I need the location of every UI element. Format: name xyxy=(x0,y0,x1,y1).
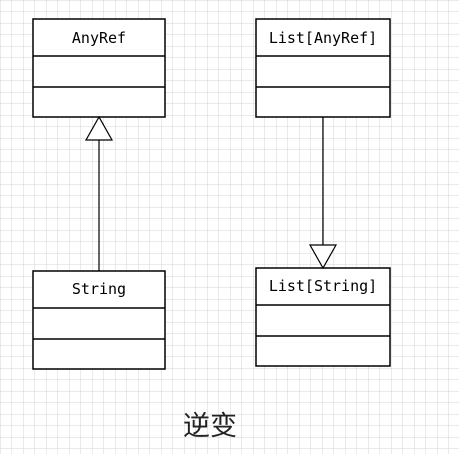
hollow-triangle-arrowhead xyxy=(84,115,114,141)
class-box-list-anyref[interactable]: List[AnyRef] xyxy=(255,18,391,118)
hollow-triangle-arrowhead xyxy=(308,244,338,270)
class-name-list-string: List[String] xyxy=(269,277,377,295)
inheritance-arrow-string-to-anyref xyxy=(84,115,114,271)
class-name-string: String xyxy=(72,280,126,298)
class-box-string[interactable]: String xyxy=(32,270,166,370)
class-name-anyref: AnyRef xyxy=(72,29,126,47)
class-name-list-anyref: List[AnyRef] xyxy=(269,29,377,47)
inheritance-arrow-list-anyref-to-list-string xyxy=(308,117,338,270)
diagram-caption: 逆变 xyxy=(183,411,237,442)
class-box-list-string[interactable]: List[String] xyxy=(255,267,391,367)
class-box-anyref[interactable]: AnyRef xyxy=(32,18,166,118)
